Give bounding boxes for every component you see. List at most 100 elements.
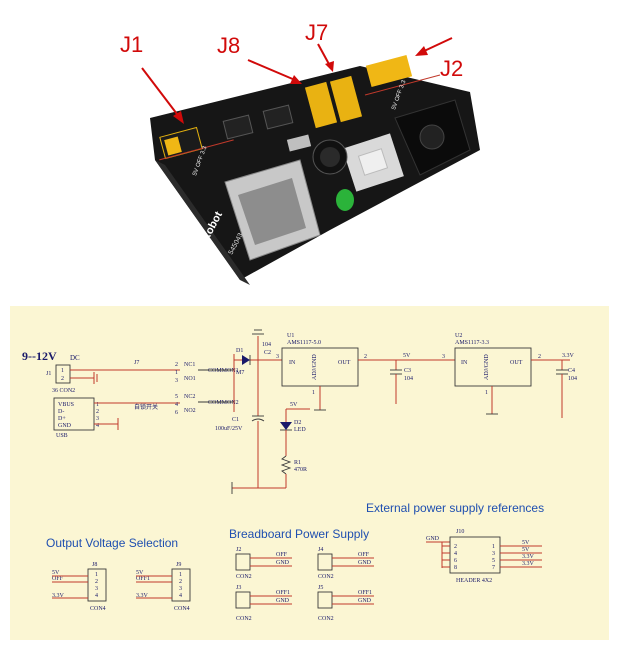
j4-ref: J4 [318,547,323,553]
d2-led [280,422,292,430]
j8-label-off: OFF [52,576,64,582]
j4-l2: GND [358,560,372,566]
sw-no2: NO2 [184,408,196,414]
u2-ref: U2 [455,333,462,339]
green-led [336,189,354,211]
pcb-edge [155,160,250,285]
usb-box [53,397,95,431]
usb-pin-dminus: D- [58,409,64,415]
j3-ref: J3 [236,585,241,591]
j2-l1: OFF [276,552,288,558]
j10-lp-4: 4 [454,551,457,557]
d1-diode [242,355,250,365]
usb-pin-vbus: VBUS [58,402,74,408]
arrowhead-j7 [325,61,334,72]
u1-gnd: ADJ/GND [312,354,318,380]
arrow-j2 [421,37,453,53]
j9-name: CON4 [174,606,190,612]
j10-box [449,536,501,574]
u2-in: IN [461,360,468,366]
j3-name: CON2 [236,616,252,622]
u2-part: AMS1117-3.3 [455,340,489,346]
j8-pin-2: 2 [95,579,98,585]
heading-output: Output Voltage Selection [46,536,178,550]
j7-ref: J7 [134,360,139,366]
sw-nc2: NC2 [184,394,195,400]
j7-header [329,75,363,123]
j2-ref: J2 [236,547,241,553]
j2-marking [364,74,441,96]
j8-label-33: 3.3V [52,593,65,599]
sw-common2: COMMON2 [208,400,239,406]
j4-l1: OFF [358,552,370,558]
board-photo: YwRobot 545043 5V OFF 3.3 5V OFF 3.3 J1 … [120,20,480,285]
r1-ref: R1 [294,460,301,466]
j9-pin-4: 4 [179,593,182,599]
j1-box [55,364,71,384]
r1-resistor [280,455,292,475]
j8-ref: J8 [92,562,97,568]
u1-part: AMS1117-5.0 [287,340,321,346]
j2-name: CON2 [236,574,252,580]
sw-pin-e: 4 [175,402,178,408]
j10-gnd: GND [426,536,440,542]
j2-box [235,553,251,571]
j8-pin-3: 3 [95,586,98,592]
u2-pin-in: 3 [442,354,445,360]
u1-ref: U1 [287,333,294,339]
j10-rp-5: 5 [492,558,495,564]
usb-num-3: 3 [96,416,99,422]
net-5v-out: 5V [403,353,411,359]
u2-gnd: ADJ/GND [484,354,490,380]
c4-ref: C4 [568,368,575,374]
j10-rp-1: 1 [492,544,495,550]
j10-rp-7: 7 [492,565,495,571]
usb-name: USB [56,433,68,439]
sw-pin-b: 1 [175,370,178,376]
sw-nc1: NC1 [184,362,195,368]
j5-name: CON2 [318,616,334,622]
j9-label-5v: 5V [136,570,144,576]
u1-in: IN [289,360,296,366]
u2-pin-out: 2 [538,354,541,360]
j8-pin-4: 4 [95,593,98,599]
sw-no1: NO1 [184,376,196,382]
sw-pin-c: 3 [175,378,178,384]
j1-jumper-cap [164,136,182,156]
j5-box [317,591,333,609]
j8-label-5v: 5V [52,570,60,576]
c2-val: 104 [262,342,271,348]
c1-ref: C1 [232,417,239,423]
heading-external: External power supply references [366,501,544,515]
j3-l2: GND [276,598,290,604]
j8-pin-1: 1 [95,572,98,578]
j10-ref: J10 [456,529,464,535]
small-smd [286,134,312,152]
sw-note: 自锁开关 [134,403,158,411]
d2-part: LED [294,427,306,433]
j10-rp-3: 3 [492,551,495,557]
d1-ref: D1 [236,348,243,354]
callout-j2: J2 [440,56,463,81]
j1-pin-2: 2 [61,376,64,382]
net-5v: 5V [290,402,298,408]
sw-pin-d: 5 [175,394,178,400]
j3-box [235,591,251,609]
j9-pin-2: 2 [179,579,182,585]
j5-l2: GND [358,598,372,604]
j5-ref: J5 [318,585,323,591]
callout-j1: J1 [120,32,143,57]
u1-pin-out: 2 [364,354,367,360]
j9-pin-3: 3 [179,586,182,592]
usb-pin-dplus: D+ [58,416,66,422]
j10-rl-4: 3.3V [522,561,535,567]
j9-label-off: OFF1 [136,576,150,582]
j10-lp-2: 2 [454,544,457,550]
arrow-j7 [317,43,331,67]
j5-l1: OFF1 [358,590,372,596]
arrowhead-j1 [173,111,184,124]
c1-val: 100uF/25V [215,426,243,432]
sw-common1: COMMON1 [208,368,239,374]
schematic-diagram: 9--12V DC J1 1 2 36 CON2 VBUS D- D+ GND … [10,306,609,640]
net-33: 3.3V [562,353,575,359]
